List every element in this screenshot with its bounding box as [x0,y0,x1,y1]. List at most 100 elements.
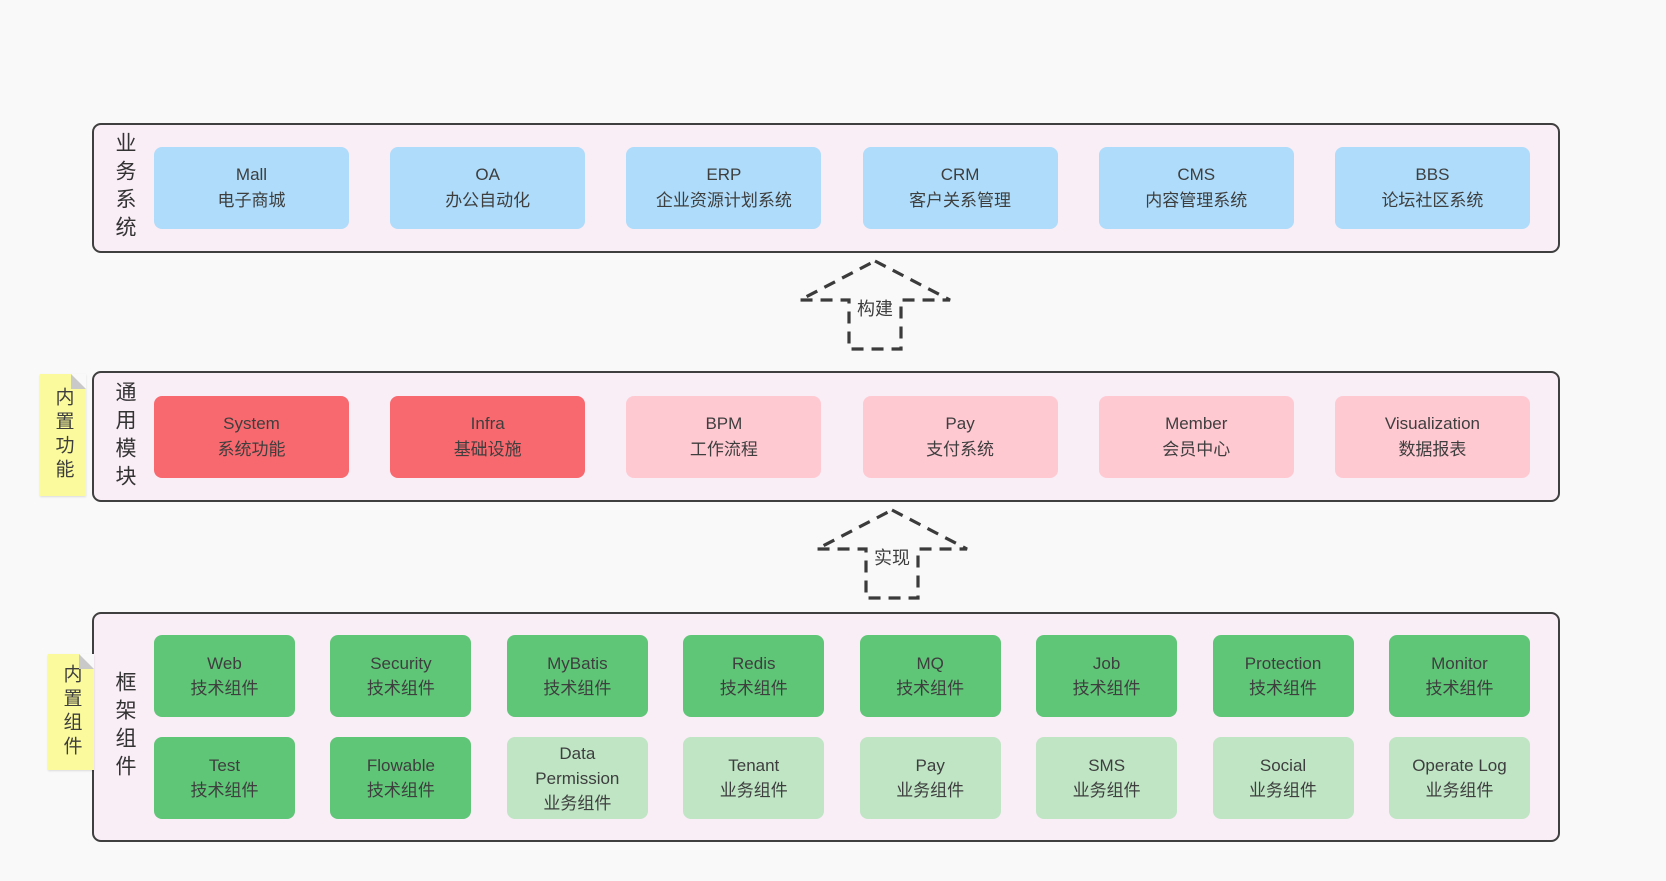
arrow-build-label: 构建 [853,294,897,322]
box-title: Monitor [1431,654,1488,673]
box-subtitle: 技术组件 [1425,679,1494,698]
arrow-implement-label: 实现 [870,543,914,571]
box-subtitle: 工作流程 [689,439,758,459]
box-subtitle: 会员中心 [1162,439,1231,459]
sticky-note-built-in-features: 内置功能 [40,374,86,496]
arrow-implement: 实现 [812,505,972,603]
box-subtitle: 技术组件 [1072,679,1141,698]
box-title: Tenant [728,756,780,775]
box-subtitle: 支付系统 [926,439,995,459]
sticky-note-built-in-components: 内置组件 [48,654,94,770]
box-title: CMS [1177,165,1216,184]
dashed-up-arrow-icon [799,259,951,351]
module-box-cms: CMS 内容管理系统 [1098,147,1294,229]
module-box-web: Web 技术组件 [154,635,295,717]
box-title: Pay [915,756,945,775]
box-subtitle: 办公自动化 [445,191,531,210]
dashed-up-arrow-icon [816,508,968,600]
box-subtitle: 论坛社区系统 [1381,191,1484,210]
box-title: BPM [705,413,743,433]
box-title: Member [1165,413,1228,433]
box-subtitle: 业务组件 [1249,781,1318,800]
box-title: Visualization [1384,413,1480,433]
box-subtitle: 技术组件 [719,679,788,698]
band-business-systems: 业务系统 Mall 电子商城 OA 办公自动化 ERP 企业资源计划系统 CRM 客户关系管理… [92,123,1560,253]
module-box-flowable: Flowable 技术组件 [330,737,472,819]
module-box-pay: Pay 业务组件 [859,737,1001,819]
box-subtitle: 业务组件 [543,793,612,813]
box-title: System [223,413,280,433]
module-box-mybatis: MyBatis 技术组件 [506,635,648,717]
box-title: Test [208,756,241,775]
box-title: BBS [1415,165,1450,184]
box-subtitle: 电子商城 [217,191,286,210]
box-subtitle: 业务组件 [1072,781,1141,800]
module-box-job: Job 技术组件 [1036,635,1178,717]
module-box-mall: Mall 电子商城 [154,147,349,229]
band-label-text: 通用模块 [113,380,136,493]
box-title: Job [1092,654,1121,673]
band-label-common-modules: 通用模块 [94,373,154,500]
band-row: Mall 电子商城 OA 办公自动化 ERP 企业资源计划系统 CRM 客户关系管理 CMS 内容… [154,147,1530,229]
band-label-text: 业务系统 [113,132,136,244]
box-title: MyBatis [547,654,608,673]
module-box-oa: OA 办公自动化 [390,147,586,229]
box-title: SMS [1088,756,1126,775]
box-subtitle: 技术组件 [190,679,259,698]
box-title: OA [475,165,500,184]
module-box-member: Member 会员中心 [1098,395,1294,478]
box-subtitle: 技术组件 [366,781,435,800]
module-box-system: System 系统功能 [154,395,349,478]
arrow-build: 构建 [795,256,955,354]
box-title: CRM [940,165,980,184]
box-subtitle: 客户关系管理 [909,191,1012,210]
box-subtitle: 技术组件 [190,781,259,800]
band-label-framework-components: 框架组件 [94,614,154,840]
box-subtitle: 内容管理系统 [1145,191,1248,210]
module-box-social: Social 业务组件 [1212,737,1354,819]
band-boxes-business-systems: Mall 电子商城 OA 办公自动化 ERP 企业资源计划系统 CRM 客户关系管理 CMS 内容… [154,125,1558,251]
module-box-pay: Pay 支付系统 [862,395,1058,478]
box-title: Protection [1244,654,1322,673]
box-subtitle: 业务组件 [896,781,965,800]
box-title: Infra [470,413,505,433]
box-subtitle: 业务组件 [1425,781,1494,800]
box-subtitle: 技术组件 [543,679,612,698]
box-subtitle: 系统功能 [217,439,286,459]
box-title: Operate Log [1412,756,1507,775]
module-box-sms: SMS 业务组件 [1036,737,1178,819]
box-title: Social [1259,756,1307,775]
module-box-test: Test 技术组件 [154,737,295,819]
box-title: Flowable [366,756,435,775]
box-title: Mall [235,165,268,184]
box-title: ERP [706,165,742,184]
band-label-text: 框架组件 [113,671,136,783]
box-title: Pay [945,413,975,433]
box-title: Web [207,654,242,673]
box-subtitle: 企业资源计划系统 [655,191,792,210]
module-box-bbs: BBS 论坛社区系统 [1334,147,1530,229]
module-box-crm: CRM 客户关系管理 [862,147,1058,229]
module-box-operate-log: Operate Log 业务组件 [1388,737,1530,819]
module-box-erp: ERP 企业资源计划系统 [626,147,822,229]
band-label-business-systems: 业务系统 [94,125,154,251]
sticky-label: 内置组件 [60,664,82,760]
sticky-label: 内置功能 [52,387,74,483]
box-subtitle: 技术组件 [366,679,435,698]
module-box-bpm: BPM 工作流程 [626,395,822,478]
module-box-protection: Protection 技术组件 [1212,635,1354,717]
box-subtitle: 技术组件 [1249,679,1318,698]
